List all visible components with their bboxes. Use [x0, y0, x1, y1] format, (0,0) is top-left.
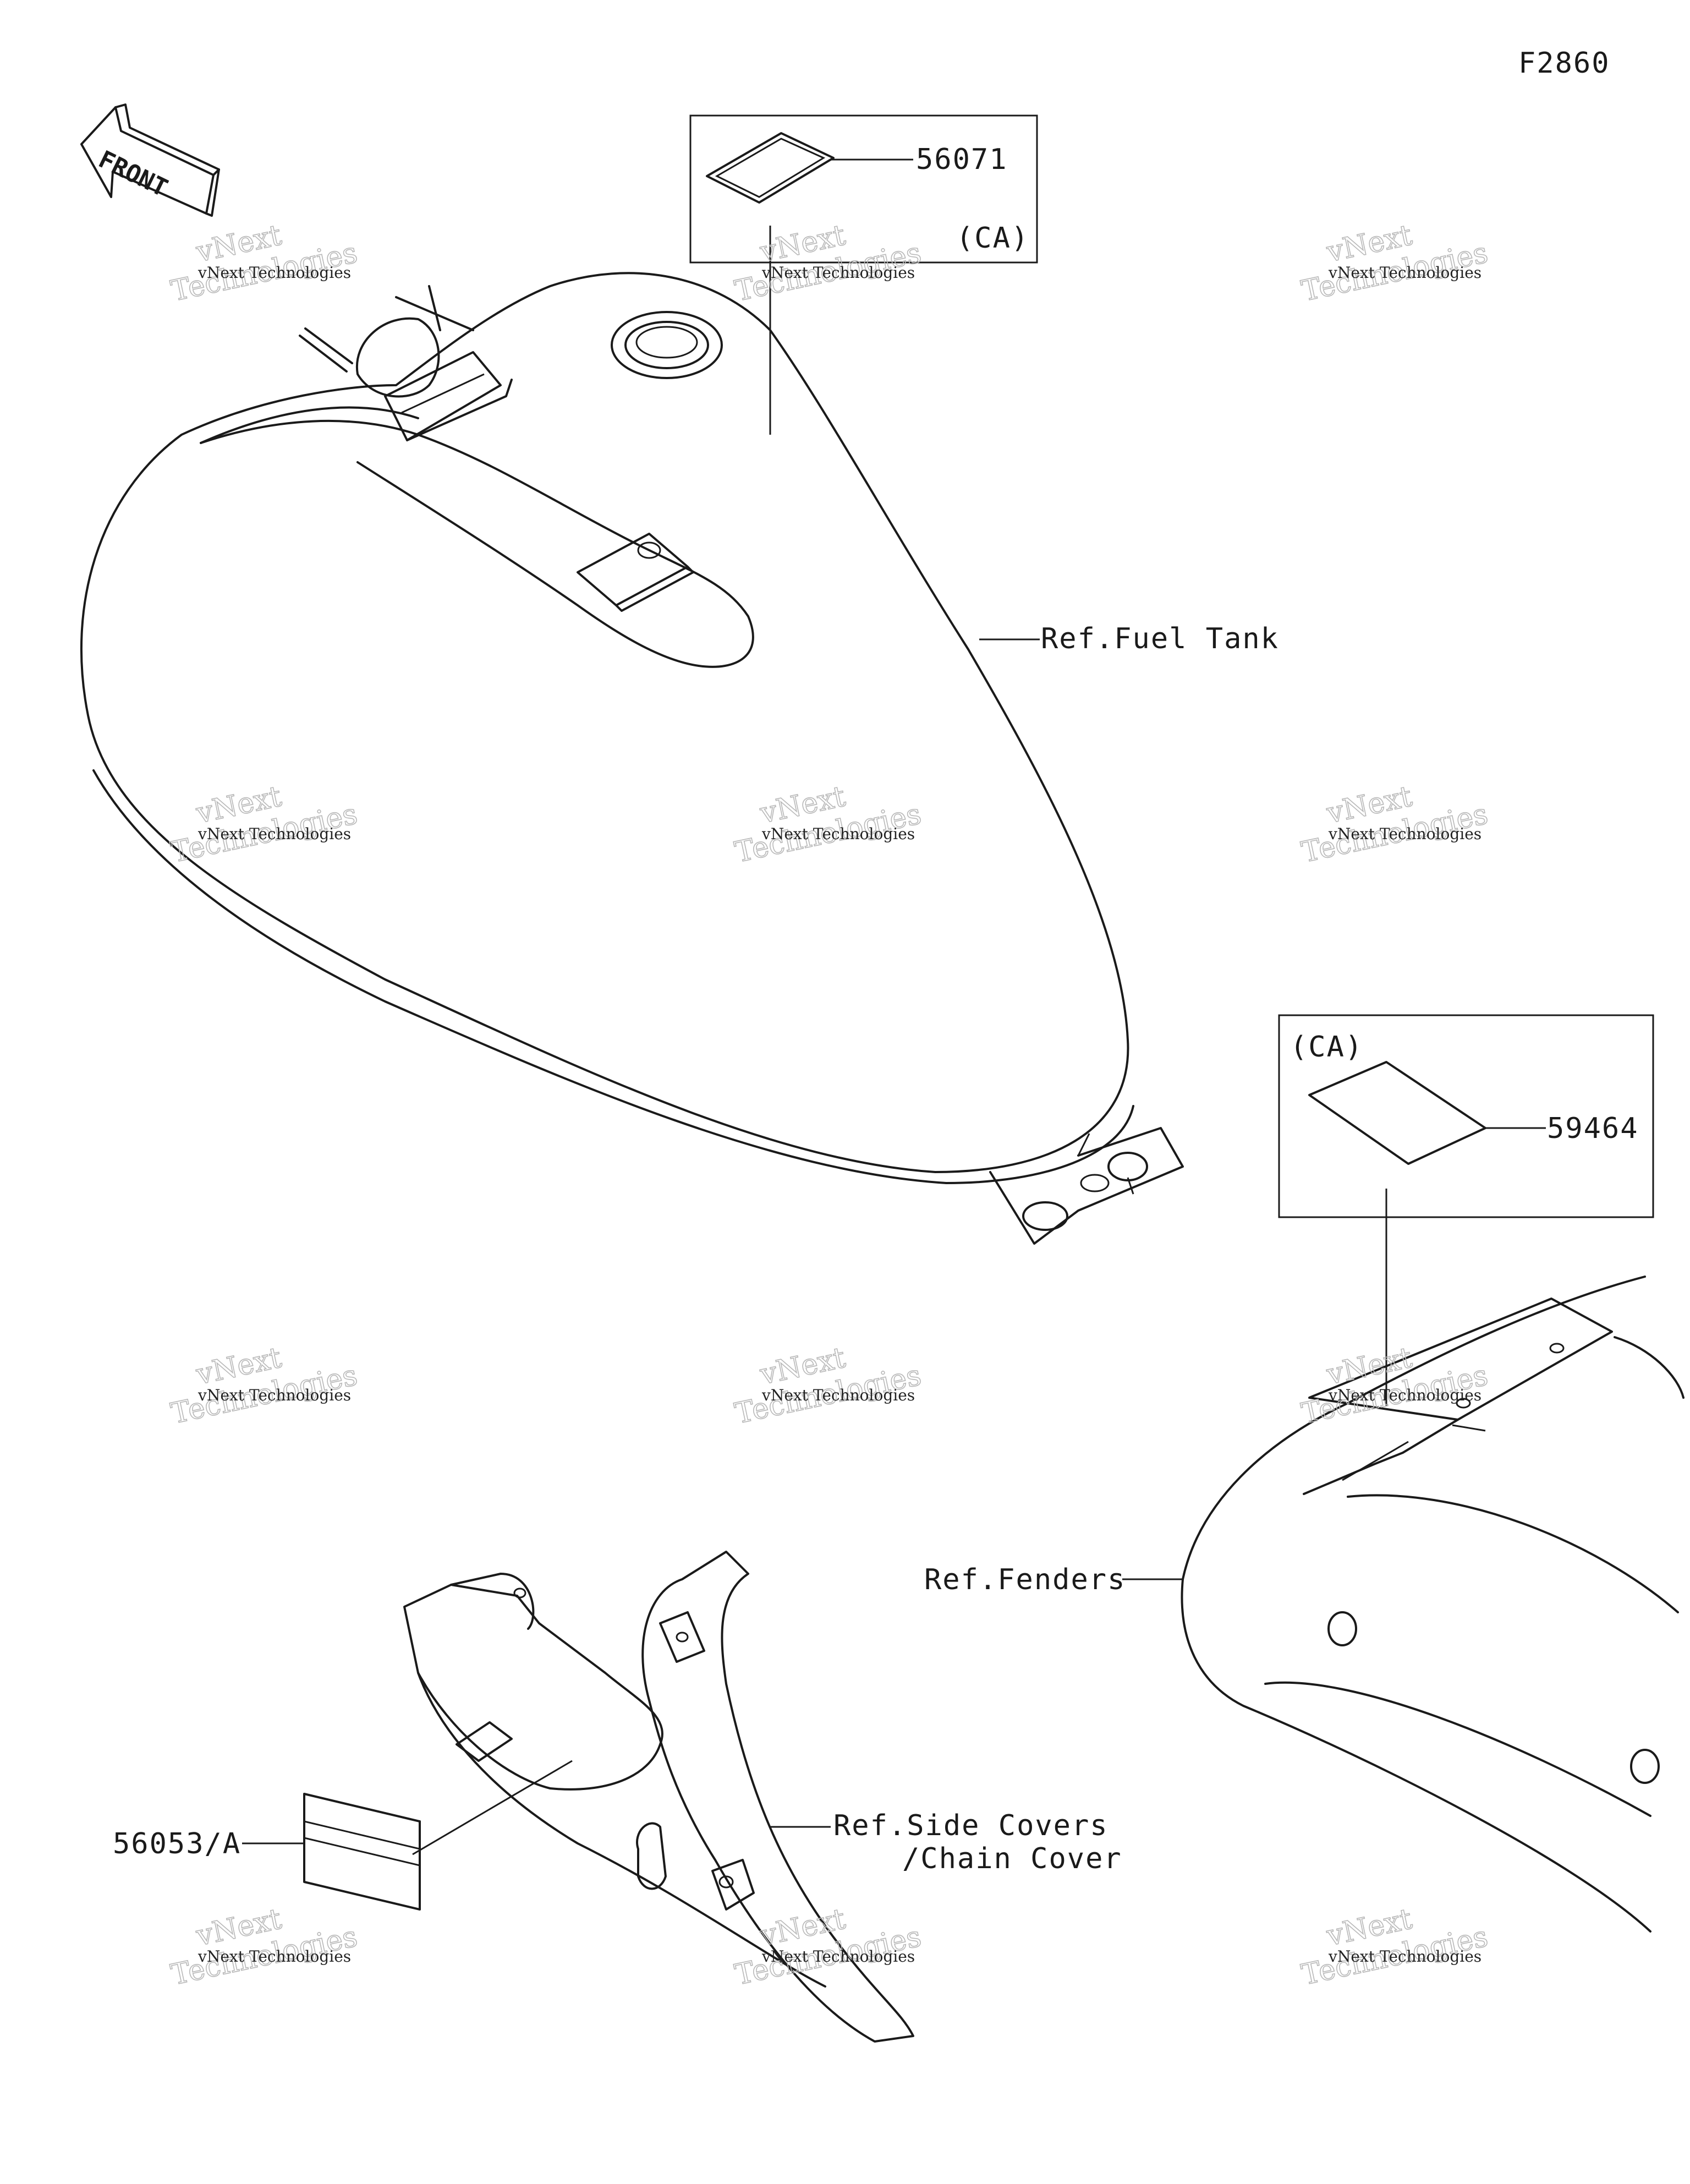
region-ca-tank: (CA): [956, 222, 1029, 255]
front-arrow-icon: FRONT: [80, 103, 220, 217]
label-56053a: 56053/A: [113, 1793, 421, 1911]
watermark: vNext Technologies vNext Technologies: [732, 1341, 925, 1431]
svg-text:vNext Technologies: vNext Technologies: [761, 264, 915, 282]
svg-text:vNext Technologies: vNext Technologies: [1328, 1386, 1482, 1404]
label-59464-callout: (CA) 59464: [1278, 1014, 1654, 1406]
decal-56071-icon: [706, 132, 835, 204]
svg-text:vNext Technologies: vNext Technologies: [1328, 264, 1482, 282]
watermark: vNext Technologies vNext Technologies: [732, 218, 925, 309]
watermark: vNext Technologies vNext Technologies: [168, 780, 361, 870]
watermark-group: vNext Technologies vNext Technologies vN…: [168, 218, 1491, 1993]
part-number-59464: 59464: [1547, 1112, 1639, 1145]
ref-fuel-tank: Ref.Fuel Tank: [1041, 622, 1279, 655]
svg-text:vNext Technologies: vNext Technologies: [761, 825, 915, 843]
ref-side-covers: Ref.Side Covers: [833, 1809, 1109, 1842]
svg-text:vNext Technologies: vNext Technologies: [761, 1386, 915, 1404]
svg-text:vNext Technologies: vNext Technologies: [197, 264, 351, 282]
watermark: vNext Technologies vNext Technologies: [168, 218, 361, 309]
watermark: vNext Technologies vNext Technologies: [1298, 1902, 1491, 1993]
svg-text:vNext Technologies: vNext Technologies: [197, 1947, 351, 1966]
watermark: vNext Technologies vNext Technologies: [168, 1902, 361, 1993]
svg-text:vNext Technologies: vNext Technologies: [1328, 1947, 1482, 1966]
fuel-tank: Ref.Fuel Tank: [80, 272, 1279, 1245]
side-cover-chain-cover: Ref.Side Covers /Chain Cover: [403, 1551, 1122, 2043]
svg-text:vNext Technologies: vNext Technologies: [197, 1386, 351, 1404]
label-59464-icon: [1308, 1061, 1486, 1165]
rear-fender: Ref.Fenders: [924, 1276, 1684, 1933]
watermark: vNext Technologies vNext Technologies: [732, 1902, 925, 1993]
watermark: vNext Technologies vNext Technologies: [168, 1341, 361, 1431]
part-number-56071: 56071: [916, 143, 1008, 176]
figure-code: F2860: [1518, 47, 1610, 80]
svg-text:vNext Technologies: vNext Technologies: [1328, 825, 1482, 843]
watermark: vNext Technologies vNext Technologies: [1298, 218, 1491, 309]
svg-text:vNext Technologies: vNext Technologies: [197, 825, 351, 843]
decal-56071-callout: 56071 (CA): [689, 114, 1038, 435]
label-56053a-icon: [303, 1793, 421, 1911]
part-number-56053a: 56053/A: [113, 1827, 241, 1860]
ref-fenders: Ref.Fenders: [924, 1563, 1126, 1596]
front-label: FRONT: [94, 145, 172, 202]
ref-chain-cover: /Chain Cover: [902, 1842, 1122, 1875]
watermark: vNext Technologies vNext Technologies: [732, 780, 925, 870]
region-ca-fender: (CA): [1290, 1031, 1363, 1064]
watermark: vNext Technologies vNext Technologies: [1298, 780, 1491, 870]
svg-text:vNext Technologies: vNext Technologies: [761, 1947, 915, 1966]
